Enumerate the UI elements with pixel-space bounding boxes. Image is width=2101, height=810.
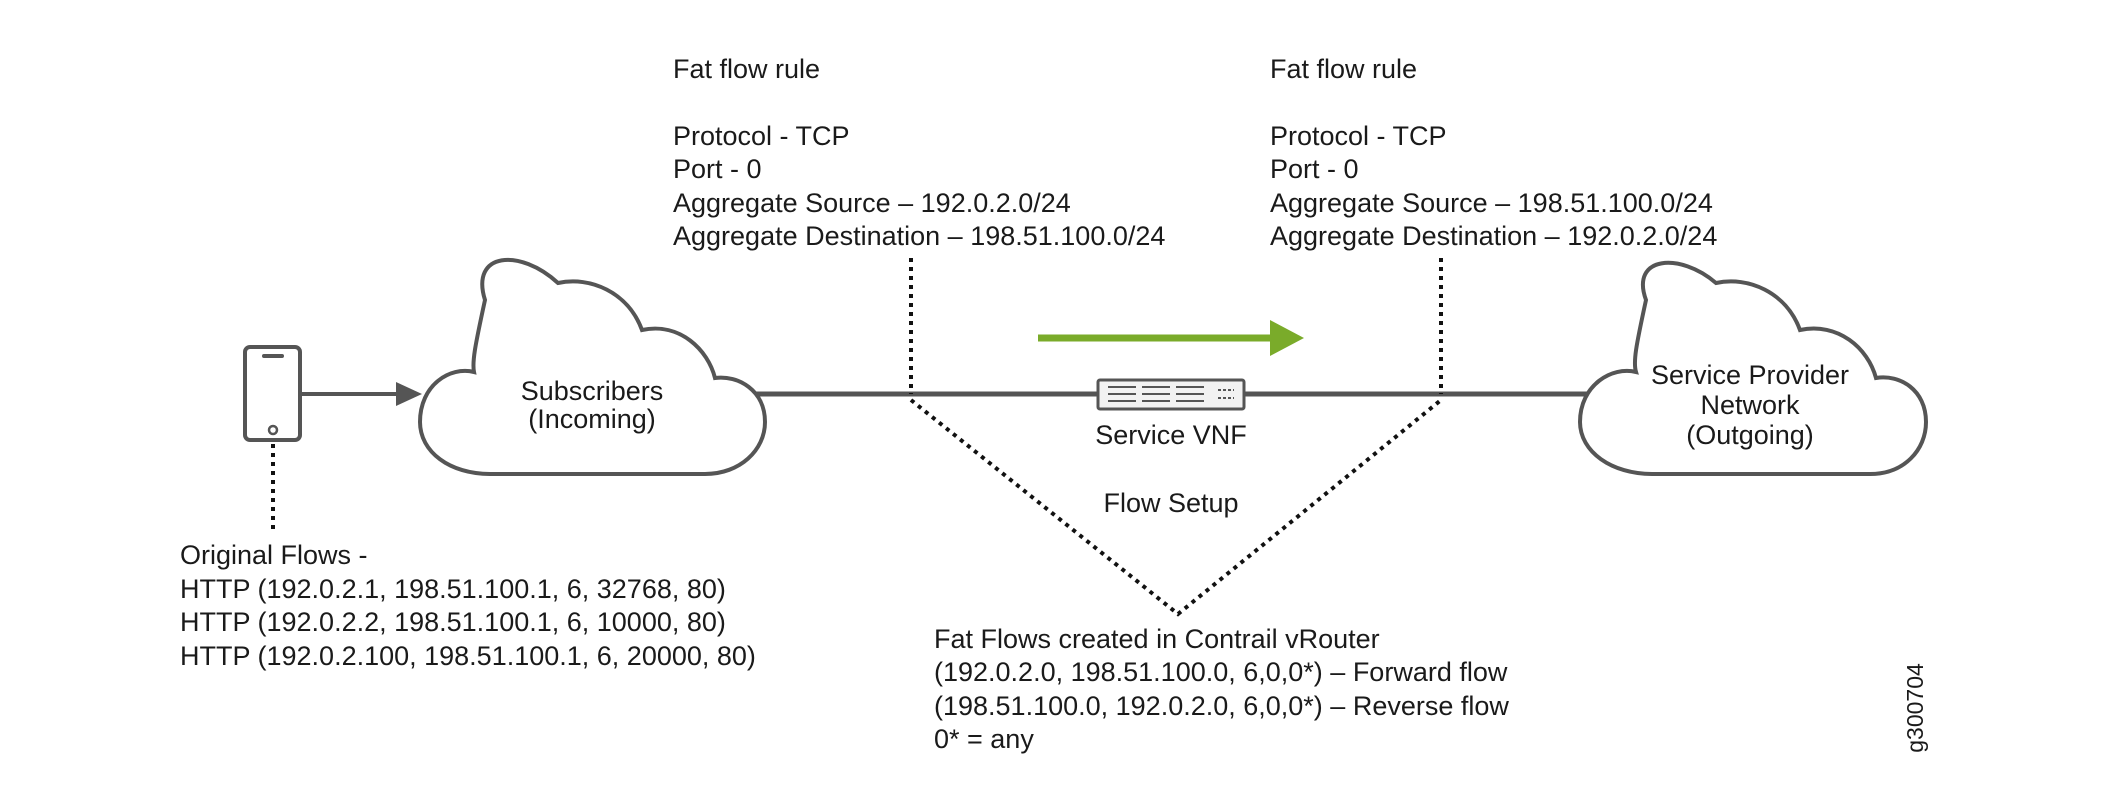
rule-left-protocol: Protocol - TCP (673, 121, 850, 151)
flow-setup-label: Flow Setup (1103, 488, 1238, 518)
rule-right-title: Fat flow rule (1270, 54, 1417, 84)
rule-right-protocol: Protocol - TCP (1270, 121, 1447, 151)
fat-flow-reverse: (198.51.100.0, 192.0.2.0, 6,0,0*) – Reve… (934, 691, 1509, 721)
flow-setup-v-lines (909, 398, 1443, 617)
original-flow-item: HTTP (192.0.2.100, 198.51.100.1, 6, 2000… (180, 641, 756, 671)
service-vnf-icon (1096, 378, 1246, 411)
mobile-device-icon (243, 345, 302, 442)
fat-flow-rule-right: Fat flow rule Protocol - TCP Port - 0 Ag… (1270, 54, 1717, 251)
rule-left-title: Fat flow rule (673, 54, 820, 84)
figure-id: g300704 (1902, 663, 1928, 753)
traffic-direction-arrow (1038, 320, 1304, 356)
fat-flows-heading: Fat Flows created in Contrail vRouter (934, 624, 1380, 654)
fat-flow-forward: (192.0.2.0, 198.51.100.0, 6,0,0*) – Forw… (934, 657, 1508, 687)
original-flows-heading: Original Flows - (180, 540, 368, 570)
provider-cloud-label-line2: Network (1700, 390, 1800, 420)
provider-cloud-label-line1: Service Provider (1651, 360, 1849, 390)
rule-left-port: Port - 0 (673, 154, 762, 184)
rule-left-aggregate-source: Aggregate Source – 192.0.2.0/24 (673, 188, 1071, 218)
rule-right-aggregate-destination: Aggregate Destination – 192.0.2.0/24 (1270, 221, 1717, 251)
rule-right-aggregate-source: Aggregate Source – 198.51.100.0/24 (1270, 188, 1713, 218)
service-vnf-label: Service VNF (1095, 420, 1247, 450)
device-to-cloud-arrow (302, 382, 422, 406)
service-provider-cloud (1577, 260, 1929, 476)
original-flow-item: HTTP (192.0.2.2, 198.51.100.1, 6, 10000,… (180, 607, 726, 637)
subscribers-cloud-label-line2: (Incoming) (528, 404, 656, 434)
original-flows-block: Original Flows - HTTP (192.0.2.1, 198.51… (180, 540, 756, 671)
fat-flow-rule-left: Fat flow rule Protocol - TCP Port - 0 Ag… (673, 54, 1165, 251)
subscribers-cloud (417, 257, 768, 476)
rule-left-aggregate-destination: Aggregate Destination – 198.51.100.0/24 (673, 221, 1165, 251)
subscribers-cloud-label-line1: Subscribers (521, 376, 664, 406)
provider-cloud-label-line3: (Outgoing) (1686, 420, 1814, 450)
fat-flows-block: Fat Flows created in Contrail vRouter (1… (934, 624, 1509, 754)
fat-flow-any-note: 0* = any (934, 724, 1034, 754)
original-flow-item: HTTP (192.0.2.1, 198.51.100.1, 6, 32768,… (180, 574, 726, 604)
rule-right-port: Port - 0 (1270, 154, 1359, 184)
